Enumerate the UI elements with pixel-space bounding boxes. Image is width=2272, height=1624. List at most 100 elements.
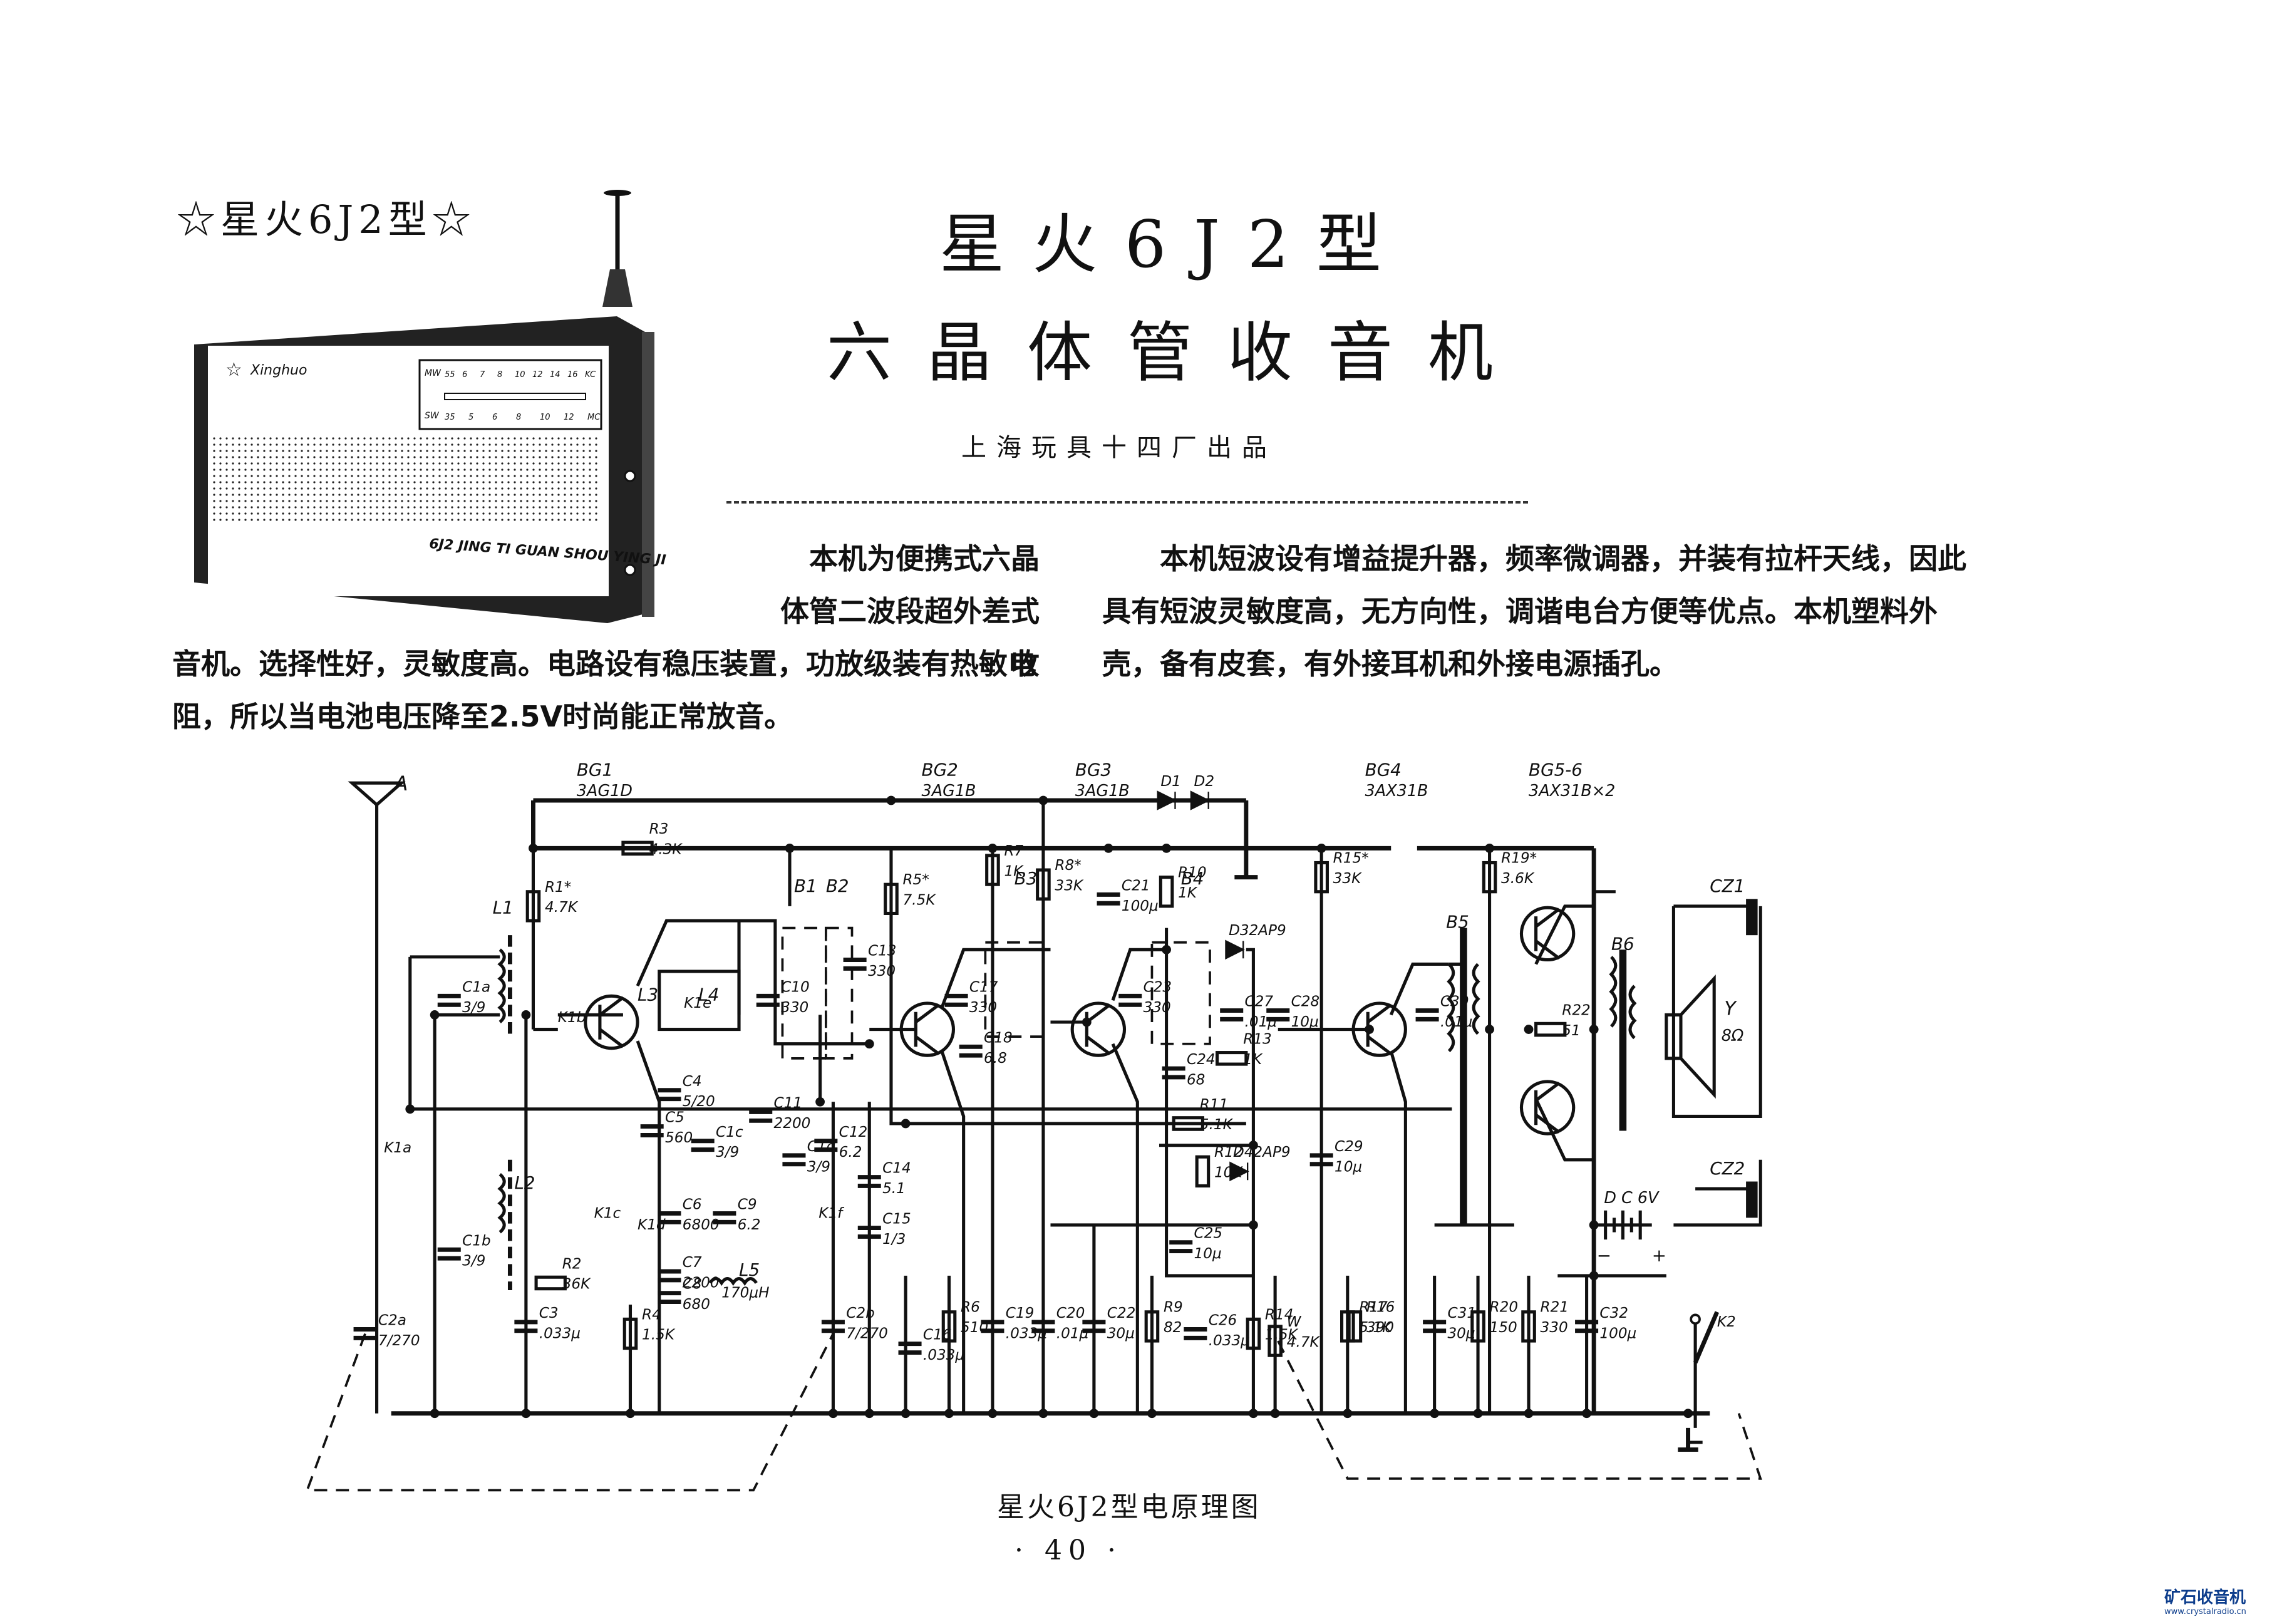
capacitor-symbol — [959, 1044, 983, 1058]
switch-label: K2 — [1717, 1314, 1736, 1330]
speaker-ref-label: Y — [1724, 998, 1737, 1020]
capacitor-ref-label: C11 — [774, 1095, 803, 1112]
dial-mw-tick: 6 — [462, 370, 467, 380]
intro-paragraph-2: 本机短波设有增益提升器，频率微调器，并装有拉杆天线，因此具有短波灵敏度高，无方向… — [1102, 542, 1966, 681]
capacitor-symbol — [1184, 1327, 1207, 1340]
capacitor-symbol — [437, 1247, 461, 1261]
resistor-ref-label: R22 — [1562, 1002, 1591, 1018]
capacitor-value-label: 68 — [1187, 1072, 1205, 1088]
junction-dot — [1524, 1409, 1534, 1419]
resistor-symbol — [1195, 1155, 1211, 1187]
resistor-ref-label: R8* — [1055, 857, 1081, 874]
junction-dot — [430, 1409, 440, 1419]
capacitor-value-label: 680 — [683, 1296, 710, 1313]
resistor-ref-label: R3 — [649, 821, 669, 837]
resistor-value-label: 82 — [1164, 1320, 1182, 1336]
capacitor-symbol — [514, 1320, 538, 1333]
intro-line: 体管二波段超外差式收 — [780, 594, 1040, 681]
capacitor-value-label: 30μ — [1107, 1325, 1135, 1342]
capacitor-symbol — [1082, 1320, 1106, 1333]
junction-dot — [1485, 1025, 1494, 1034]
dial-sw-tick: 6 — [492, 413, 497, 422]
capacitor-ref-label: C9 — [738, 1196, 757, 1213]
junction-dot — [1589, 1271, 1599, 1281]
junction-dot — [1473, 1409, 1483, 1419]
component-symbols — [353, 790, 1599, 1357]
resistor-symbol — [941, 1310, 957, 1343]
tuning-dial — [418, 359, 602, 430]
junction-dots — [405, 795, 1693, 1419]
resistor-symbol — [1521, 1310, 1536, 1343]
transformer-label: B1 — [794, 876, 817, 896]
capacitor-value-label: 330 — [868, 963, 896, 980]
capacitor-symbol — [1423, 1320, 1447, 1333]
resistor-ref-label: R2 — [562, 1256, 582, 1272]
transistor-bg5-symbol — [1519, 906, 1576, 962]
transistor-type-label: 3AG1D — [577, 782, 633, 800]
resistor-symbol — [1268, 1325, 1283, 1357]
watermark-url: www.crystalradio.cn — [2164, 1607, 2246, 1616]
capacitor-value-label: 7/270 — [846, 1325, 888, 1342]
dial-sw-label: SW — [425, 411, 440, 421]
junction-dot — [864, 1039, 874, 1049]
capacitor-symbol — [437, 993, 461, 1007]
capacitor-value-label: .033μ — [923, 1347, 964, 1363]
capacitor-symbol — [814, 1139, 838, 1152]
capacitor-symbol — [640, 1124, 664, 1137]
capacitor-ref-label: C2a — [378, 1313, 406, 1329]
dial-mw-tick: 7 — [480, 370, 485, 380]
capacitor-ref-label: C1b — [462, 1233, 491, 1249]
junction-dot — [1249, 1409, 1258, 1419]
junction-dot — [1430, 1409, 1440, 1419]
junction-dot — [815, 1097, 825, 1107]
switch-label: K1d — [638, 1217, 666, 1233]
resistor-value-label: 1.5K — [1265, 1327, 1299, 1343]
resistor-symbol — [884, 882, 899, 916]
speaker-grille — [213, 437, 597, 521]
capacitor-ref-label: C1a — [462, 979, 490, 995]
coil-label: L4 — [698, 984, 719, 1005]
antenna-symbol — [348, 781, 406, 1414]
capacitor-ref-label: C21 — [1122, 877, 1150, 894]
resistor-ref-label: R21 — [1541, 1300, 1569, 1316]
capacitor-ref-label: C4 — [683, 1073, 702, 1090]
small-title: ☆星火6J2型☆ — [177, 197, 476, 242]
coil-l2-symbol — [497, 1159, 512, 1291]
resistor-value-label: 1K — [1004, 863, 1024, 879]
capacitor-ref-label: C27 — [1245, 994, 1274, 1010]
switch-label: K1a — [384, 1140, 411, 1156]
resistor-value-label: 1K — [1178, 885, 1198, 901]
schematic-caption: 星火6J2型电原理图 — [997, 1491, 1261, 1523]
switch-label: K1e — [684, 995, 711, 1011]
capacitor-symbol — [1169, 1240, 1193, 1254]
junction-dot — [1270, 1409, 1280, 1419]
resistor-value-label: 10K — [1214, 1165, 1243, 1181]
schematic-wiring — [305, 781, 1762, 1492]
resistor-ref-label: R5* — [902, 872, 929, 888]
capacitor-value-label: 330 — [969, 1000, 997, 1016]
coil-l5-value: 170μH — [721, 1285, 769, 1301]
transistor-ref-label: BG1 — [577, 760, 613, 780]
capacitor-symbol — [713, 1211, 736, 1224]
junction-dot — [521, 1010, 531, 1020]
capacitor-ref-label: C22 — [1107, 1305, 1136, 1321]
junction-dot — [1683, 1409, 1693, 1419]
resistor-value-label: 4.3K — [649, 842, 683, 858]
switch-k2-icon — [1690, 1311, 1720, 1364]
transistor-ref-label: BG2 — [922, 760, 958, 780]
transformer-b5-symbol — [1447, 928, 1480, 1225]
capacitor-value-label: 10μ — [1194, 1246, 1222, 1262]
capacitor-value-label: 330 — [781, 1000, 808, 1016]
dial-sw-tick: 12 — [564, 413, 574, 422]
diode-ref-label: D2 — [1194, 773, 1215, 790]
switch-label: K1f — [818, 1205, 845, 1221]
capacitor-value-label: 100μ — [1599, 1325, 1636, 1342]
resistor-ref-label: R1* — [545, 879, 571, 896]
coil-label: L1 — [493, 897, 514, 918]
capacitor-ref-label: C26 — [1209, 1313, 1237, 1329]
main-title: 星火6J2型 — [939, 206, 1410, 282]
transformer-label: B3 — [1015, 868, 1038, 889]
transistor-bg3-symbol — [1070, 1001, 1127, 1057]
